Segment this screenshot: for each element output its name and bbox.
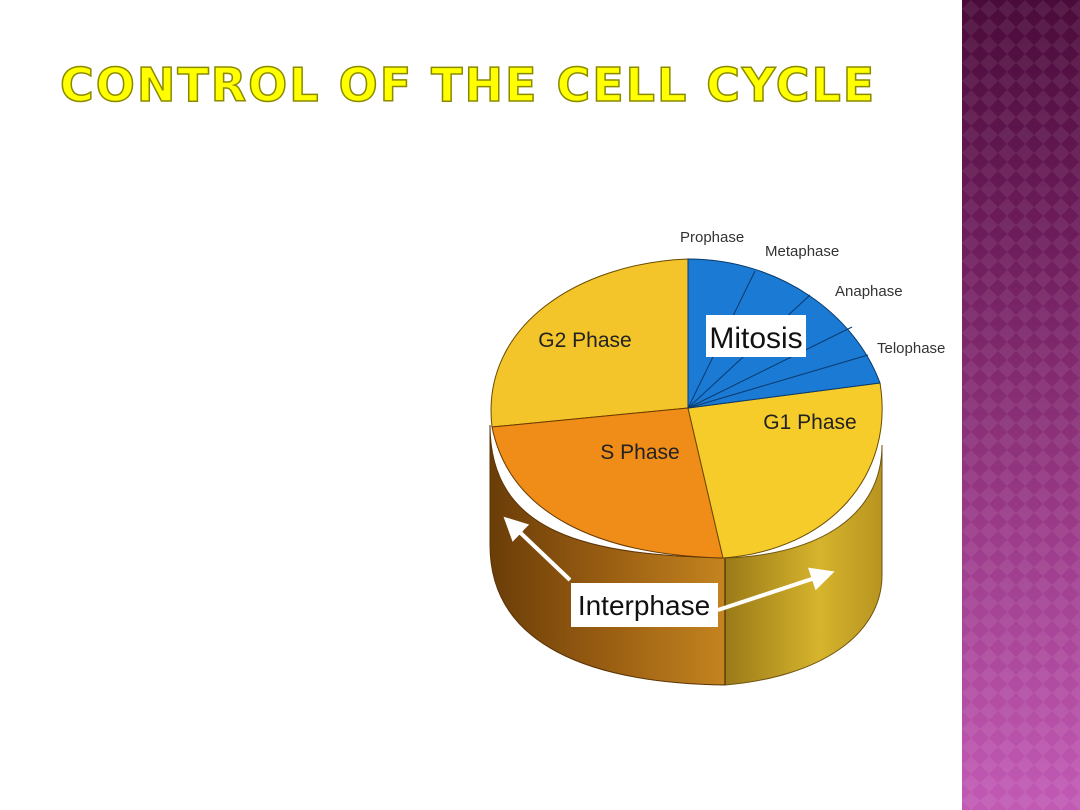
anaphase-label: Anaphase: [835, 283, 903, 300]
telophase-label: Telophase: [877, 340, 945, 357]
g2-phase-slice: [490, 258, 689, 428]
s-phase-slice: [491, 407, 724, 559]
g1-phase-slice: [687, 382, 883, 559]
g2-phase-label: G2 Phase: [538, 329, 631, 352]
interphase-arrow-left: [503, 516, 572, 582]
cell-cycle-pie-diagram: G2 Phase S Phase G1 Phase Mitosis Propha…: [489, 229, 945, 686]
mitosis-label: Mitosis: [709, 322, 802, 355]
decorative-side-bar: [962, 0, 1080, 810]
metaphase-label: Metaphase: [765, 243, 839, 260]
interphase-label-box: [571, 583, 718, 627]
interphase-label: Interphase: [578, 590, 710, 621]
interphase-arrows: [503, 516, 835, 612]
side-bar-pattern: [962, 0, 1080, 810]
g1-phase-label: G1 Phase: [763, 411, 856, 434]
interphase-arrow-right: [717, 567, 835, 612]
mitosis-label-box: [706, 315, 806, 357]
slide-title: CONTROL OF THE CELL CYCLE: [59, 58, 877, 112]
s-phase-label: S Phase: [600, 441, 679, 464]
prophase-label: Prophase: [680, 229, 744, 246]
pie-top-face: [490, 258, 883, 559]
